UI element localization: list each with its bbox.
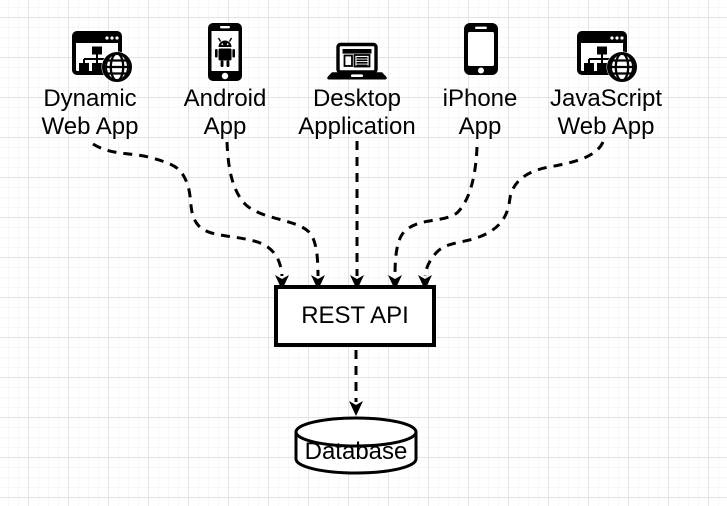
arrowhead: [275, 275, 289, 290]
connector-android-app-to-rest-api[interactable]: [225, 141, 325, 290]
node-label: Desktop Application: [282, 85, 432, 141]
label-line: App: [203, 113, 247, 140]
label-line: Android: [183, 85, 267, 112]
browser-sitemap-globe-icon: [72, 31, 135, 84]
arrowhead: [311, 275, 325, 290]
android-smartphone-icon: [208, 23, 242, 81]
arrowhead: [350, 275, 364, 290]
connector-dynamic-web-app-to-rest-api[interactable]: [92, 142, 289, 290]
iphone-icon: [464, 23, 498, 75]
connector-rest-api-to-database[interactable]: [349, 350, 363, 416]
label-line: iPhone: [442, 85, 518, 112]
label-line: Desktop: [312, 85, 402, 112]
database-label: Database: [296, 438, 416, 466]
arrowhead: [418, 275, 432, 290]
node-label: JavaScript Web App: [526, 85, 686, 141]
label-line: Dynamic: [43, 85, 137, 112]
connector-desktop-application-to-rest-api[interactable]: [350, 141, 364, 290]
label-line: JavaScript: [549, 85, 663, 112]
database-cylinder[interactable]: [294, 416, 418, 475]
arrowhead: [388, 275, 402, 290]
rest-api-box[interactable]: REST API: [274, 285, 436, 347]
node-label: iPhone App: [405, 85, 555, 141]
arrowhead: [349, 401, 363, 416]
rest-api-label: REST API: [301, 302, 409, 329]
label-line: App: [458, 113, 502, 140]
node-label: Dynamic Web App: [15, 85, 165, 141]
browser-sitemap-globe-icon: [577, 31, 640, 84]
laptop-icon: [327, 42, 387, 80]
connector-iphone-app-to-rest-api[interactable]: [388, 146, 479, 290]
label-line: Web App: [41, 113, 139, 140]
database-label-text: Database: [304, 438, 408, 465]
label-line: Web App: [557, 113, 655, 140]
node-label: Android App: [150, 85, 300, 141]
label-line: Application: [298, 113, 416, 140]
connector-javascript-web-app-to-rest-api[interactable]: [418, 141, 605, 290]
